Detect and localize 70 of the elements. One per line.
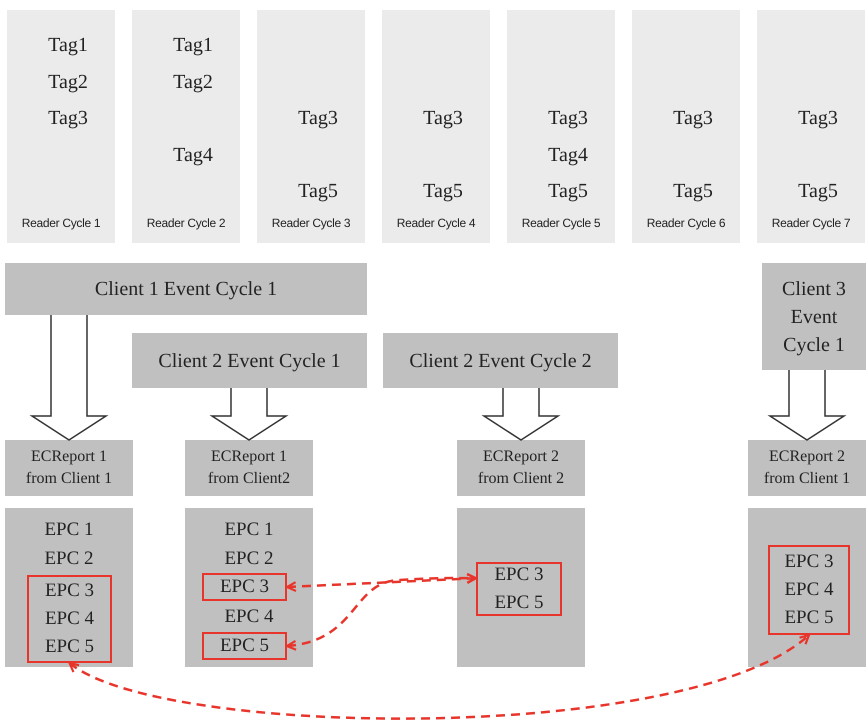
highlight-frame	[27, 575, 112, 663]
epc-label: EPC 3	[494, 563, 544, 587]
cycle-caption: Reader Cycle 3	[270, 216, 352, 230]
tag-label: Tag3	[797, 107, 839, 130]
tag-label: Tag3	[547, 107, 589, 130]
epc-list-panel	[5, 508, 133, 667]
event-cycle-box	[762, 263, 866, 370]
epc-list-panel	[185, 508, 313, 667]
cycle-caption: Reader Cycle 7	[770, 216, 852, 230]
event-cycle-box	[132, 333, 367, 388]
tag-label: Tag3	[47, 107, 89, 130]
report-box	[5, 440, 133, 496]
report-box	[457, 440, 585, 496]
epc-label: EPC 1	[223, 518, 275, 542]
tag-label: Tag4	[172, 144, 214, 166]
highlight-frame	[202, 632, 287, 660]
tag-label: Tag5	[797, 180, 839, 203]
epc-label: EPC 1	[43, 518, 95, 542]
cycle-caption: Reader Cycle 6	[646, 216, 726, 230]
epc-label: EPC 5	[784, 606, 834, 630]
epc-label: EPC 5	[220, 634, 270, 658]
highlight-frame	[202, 573, 287, 601]
report-label: ECReport 1 from Client2	[206, 447, 292, 489]
epc-label: EPC 2	[223, 547, 275, 571]
epc-label: EPC 3	[220, 575, 270, 599]
event-cycle-label: Client 2 Event Cycle 1	[157, 348, 342, 374]
epc-list-panel	[457, 508, 585, 667]
epc-label: EPC 5	[494, 591, 544, 615]
highlight-frame	[768, 545, 850, 635]
block-arrow	[29, 314, 109, 441]
event-cycle-label: Client 2 Event Cycle 2	[408, 348, 593, 374]
report-box	[748, 440, 866, 496]
event-cycle-box	[5, 263, 367, 315]
tag-label: Tag5	[547, 180, 589, 203]
tag-label: Tag2	[47, 70, 89, 94]
tag-label: Tag5	[297, 180, 339, 203]
tag-label: Tag1	[172, 34, 214, 57]
tag-label: Tag3	[422, 107, 464, 130]
tag-label: Tag5	[422, 180, 464, 203]
block-arrow	[209, 387, 289, 441]
epc-label: EPC 4	[44, 607, 94, 631]
epc-label: EPC 3	[784, 550, 834, 574]
report-label: ECReport 1 from Client 1	[24, 447, 114, 489]
cycle-caption: Reader Cycle 2	[146, 216, 226, 230]
epc-list-panel	[748, 508, 866, 667]
tag-label: Tag3	[672, 107, 714, 130]
dashed-arrow	[68, 634, 810, 720]
epc-label: EPC 4	[784, 578, 834, 602]
highlight-frame	[476, 562, 562, 616]
tag-label: Tag3	[297, 107, 339, 130]
tag-label: Tag5	[672, 180, 714, 203]
epc-label: EPC 3	[44, 579, 94, 603]
block-arrow	[481, 387, 561, 441]
report-label: ECReport 2 from Client 2	[476, 447, 566, 489]
dashed-arrow	[286, 572, 478, 650]
epc-label: EPC 5	[44, 635, 94, 659]
cycle-caption: Reader Cycle 4	[396, 216, 476, 230]
report-label: ECReport 2 from Client 1	[762, 447, 852, 489]
epc-label: EPC 2	[43, 547, 95, 571]
cycle-caption: Reader Cycle 5	[520, 216, 602, 230]
block-arrow	[767, 369, 847, 441]
epc-label: EPC 4	[223, 605, 275, 629]
event-cycle-label: Client 3 Event Cycle 1	[781, 276, 847, 358]
cycle-caption: Reader Cycle 1	[20, 216, 102, 230]
report-box	[185, 440, 313, 496]
event-cycle-label: Client 1 Event Cycle 1	[94, 277, 278, 302]
tag-label: Tag1	[47, 34, 89, 57]
tag-label: Tag2	[172, 70, 214, 94]
tag-label: Tag4	[547, 144, 589, 166]
event-cycle-box	[383, 333, 618, 388]
